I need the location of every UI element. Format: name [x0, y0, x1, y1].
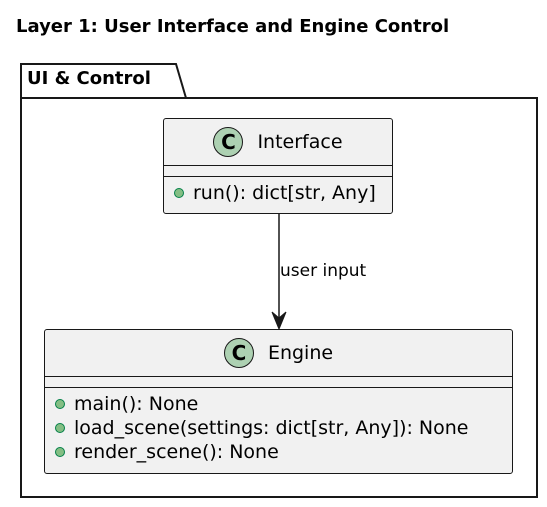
method-row: main(): None	[55, 392, 512, 416]
class-header: C Interface	[164, 119, 392, 166]
relation-label: user input	[280, 261, 367, 281]
method-signature: run(): dict[str, Any]	[193, 182, 376, 204]
fields-section	[164, 166, 392, 177]
fields-section	[45, 377, 512, 388]
method-row: run(): dict[str, Any]	[174, 181, 392, 205]
public-visibility-icon	[55, 447, 65, 457]
diagram-title: Layer 1: User Interface and Engine Contr…	[16, 16, 450, 37]
class-stereotype-icon: C	[223, 338, 254, 368]
public-visibility-icon	[55, 423, 65, 433]
public-visibility-icon	[174, 188, 184, 198]
methods-section: run(): dict[str, Any]	[164, 177, 392, 205]
method-row: load_scene(settings: dict[str, Any]): No…	[55, 416, 512, 440]
method-signature: render_scene(): None	[74, 441, 279, 463]
class-interface[interactable]: C Interface run(): dict[str, Any]	[163, 118, 393, 214]
method-signature: load_scene(settings: dict[str, Any]): No…	[74, 417, 469, 439]
methods-section: main(): None load_scene(settings: dict[s…	[45, 388, 512, 464]
class-name: Interface	[257, 131, 343, 153]
method-row: render_scene(): None	[55, 440, 512, 464]
public-visibility-icon	[55, 399, 65, 409]
package-label: UI & Control	[27, 68, 151, 89]
package-outline	[20, 63, 538, 498]
class-engine[interactable]: C Engine main(): None load_scene(setting…	[44, 329, 513, 474]
method-signature: main(): None	[74, 393, 199, 415]
class-stereotype-icon: C	[213, 127, 244, 157]
arrowhead-icon	[271, 311, 287, 331]
class-header: C Engine	[45, 330, 512, 377]
class-name: Engine	[267, 342, 334, 364]
